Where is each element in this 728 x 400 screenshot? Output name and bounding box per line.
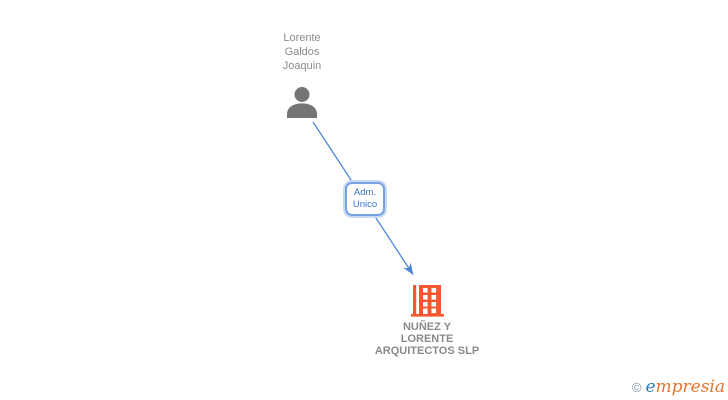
- copyright-icon: ©: [631, 379, 642, 395]
- edge-label-line-1: Adm.: [353, 187, 377, 198]
- brand-wordmark: empresia: [645, 378, 725, 396]
- brand-rest: mpresia: [655, 377, 726, 397]
- person-icon: [287, 87, 317, 118]
- person-name-line-1: Lorente: [283, 32, 321, 44]
- person-node[interactable]: [286, 86, 318, 119]
- company-node-label[interactable]: NUÑEZ Y LORENTE ARQUITECTOS SLP: [347, 321, 507, 357]
- person-name-line-3: Joaquin: [282, 60, 322, 72]
- company-name-line-3: ARQUITECTOS SLP: [374, 345, 480, 357]
- edge-label-box[interactable]: Adm. Unico: [345, 182, 385, 216]
- company-node[interactable]: [410, 283, 444, 317]
- person-node-label[interactable]: Lorente Galdos Joaquin: [242, 31, 362, 73]
- empresia-logo[interactable]: © empresia: [632, 378, 725, 396]
- company-name-line-2: LORENTE: [400, 333, 454, 345]
- person-name-line-2: Galdos: [284, 46, 320, 58]
- company-name-line-1: NUÑEZ Y: [402, 321, 452, 333]
- brand-first-letter: e: [645, 377, 656, 397]
- edge-label-line-2: Unico: [352, 199, 378, 210]
- building-icon: [411, 285, 444, 317]
